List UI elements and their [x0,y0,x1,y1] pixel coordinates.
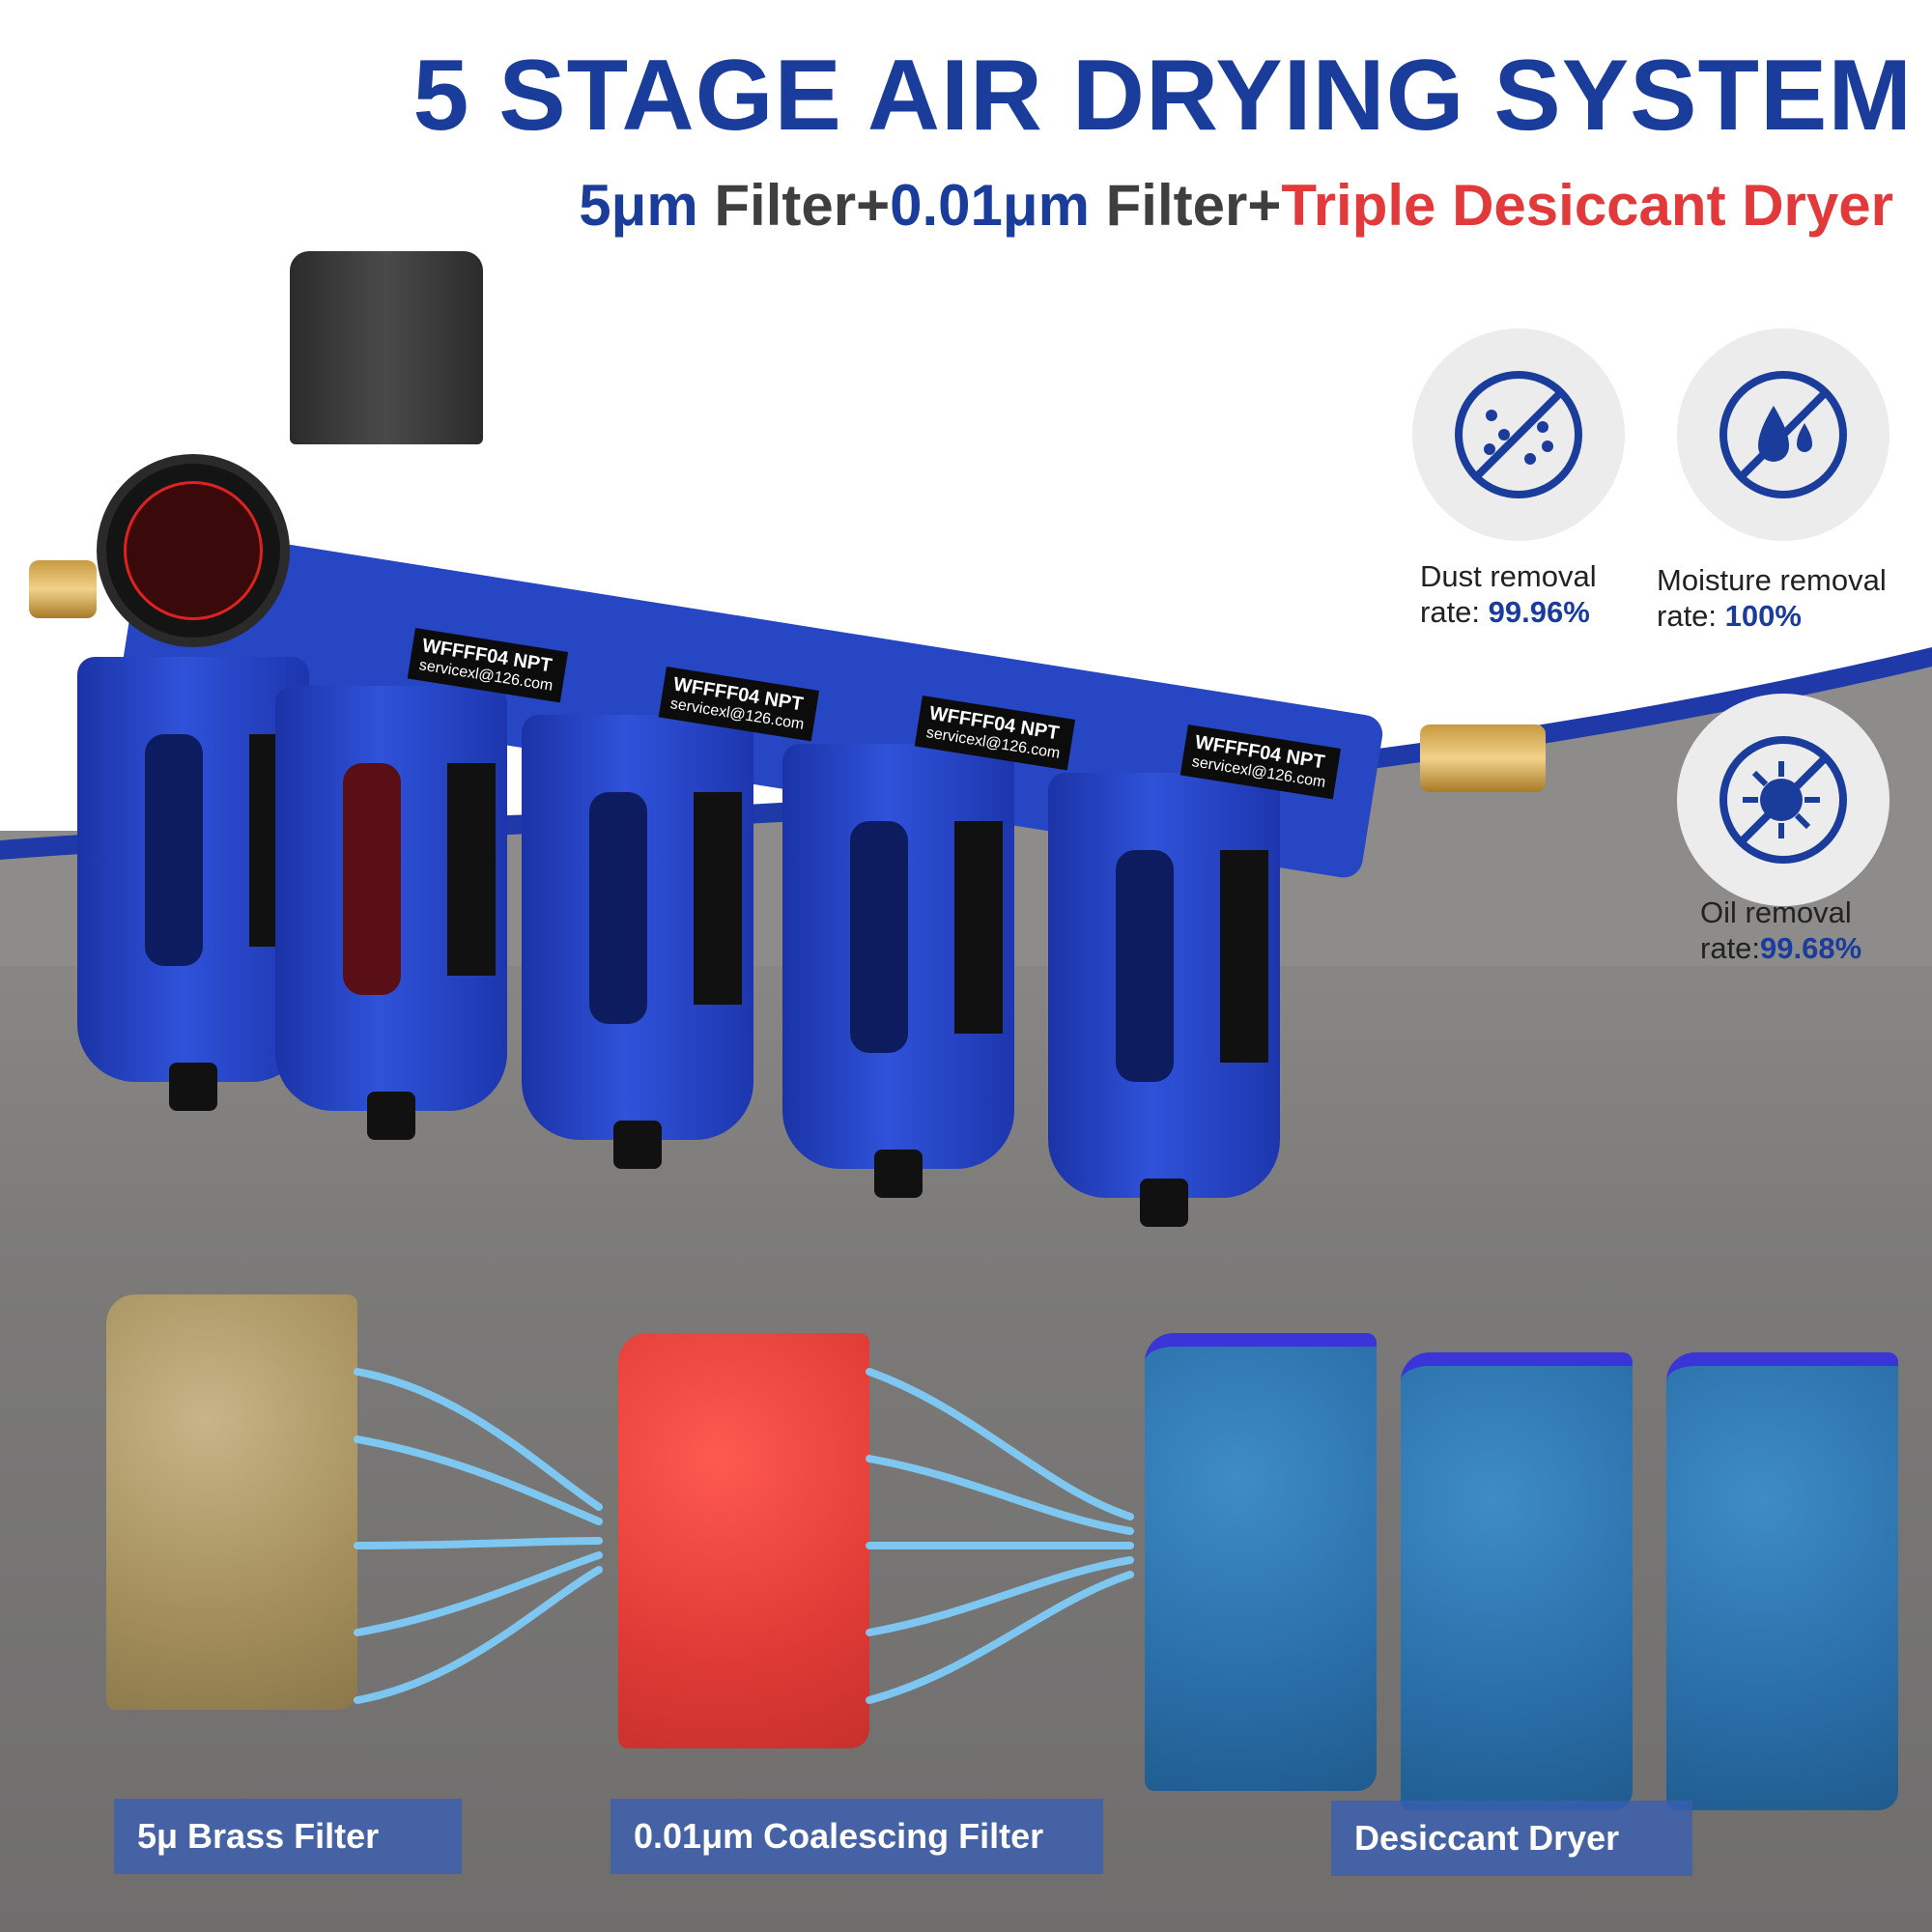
desiccant-media-1 [1145,1333,1377,1791]
subtitle-part-1: 5μm [579,173,698,238]
airflow-arrows [354,1368,1134,1704]
drain-valve [367,1092,415,1140]
dust-removal-label: Dust removal [1420,559,1597,593]
desiccant-media-2 [1401,1352,1633,1810]
subtitle-part-2: Filter+ [697,173,891,238]
oil-removal-text: Oil removal rate:99.68% [1700,895,1861,966]
oil-removal-icon [1719,736,1847,864]
filter-bowl-label [447,763,496,976]
outlet-fitting [1420,724,1546,792]
inlet-fitting [29,560,97,618]
filter-bowl-5 [1048,773,1280,1227]
dust-removal-icon [1455,371,1582,498]
dust-removal-text: Dust removal rate: 99.96% [1420,558,1597,630]
brass-filter-media [106,1294,357,1710]
filter-bowl-window [145,734,203,966]
drain-valve [169,1063,217,1111]
page-title: 5 STAGE AIR DRYING SYSTEM [412,40,1913,152]
filter-bowl-window [343,763,401,995]
pressure-gauge [97,454,290,647]
oil-removal-rate: 99.68% [1760,931,1862,965]
dust-removal-badge [1412,328,1625,541]
moisture-removal-rate: 100% [1724,599,1802,633]
filter-bowl-1 [77,657,309,1111]
coalescing-filter-media [618,1333,869,1748]
filter-bowl-3 [522,715,753,1169]
oil-removal-label: Oil removal [1700,895,1852,929]
moisture-removal-icon [1719,371,1847,498]
filter-bowl-label [954,821,1003,1034]
filter-bowl-4 [782,744,1014,1198]
stage-label-brass-filter: 5μ Brass Filter [114,1799,462,1874]
desiccant-media-3 [1666,1352,1898,1810]
dust-removal-rate: 99.96% [1488,595,1590,629]
filter-bowl-label [1220,850,1268,1063]
filter-bowl-label [694,792,742,1005]
page-subtitle: 5μm Filter+0.01μm Filter+Triple Desiccan… [290,172,1893,239]
filter-bowl-window [1116,850,1174,1082]
stage-label-desiccant-dryer: Desiccant Dryer [1331,1801,1692,1876]
filter-bowl-window [850,821,908,1053]
subtitle-part-5: Triple Desiccant Dryer [1281,173,1893,238]
moisture-removal-rate-prefix: rate: [1657,599,1725,633]
oil-removal-badge [1677,694,1889,906]
drain-valve [1140,1179,1188,1227]
filter-bowl-2 [275,686,507,1140]
stage-label-coalescing-filter: 0.01μm Coalescing Filter [611,1799,1103,1874]
subtitle-part-3: 0.01μm [890,173,1090,238]
moisture-removal-badge [1677,328,1889,541]
drain-valve [874,1150,923,1198]
drain-valve [613,1121,662,1169]
moisture-removal-text: Moisture removal rate: 100% [1657,562,1887,634]
oil-removal-rate-prefix: rate: [1700,931,1761,965]
dust-removal-rate-prefix: rate: [1420,595,1489,629]
subtitle-part-4: Filter+ [1089,173,1282,238]
regulator-knob [290,251,483,444]
moisture-removal-label: Moisture removal [1657,563,1887,597]
filter-bowl-window [589,792,647,1024]
gauge-face [124,481,263,620]
